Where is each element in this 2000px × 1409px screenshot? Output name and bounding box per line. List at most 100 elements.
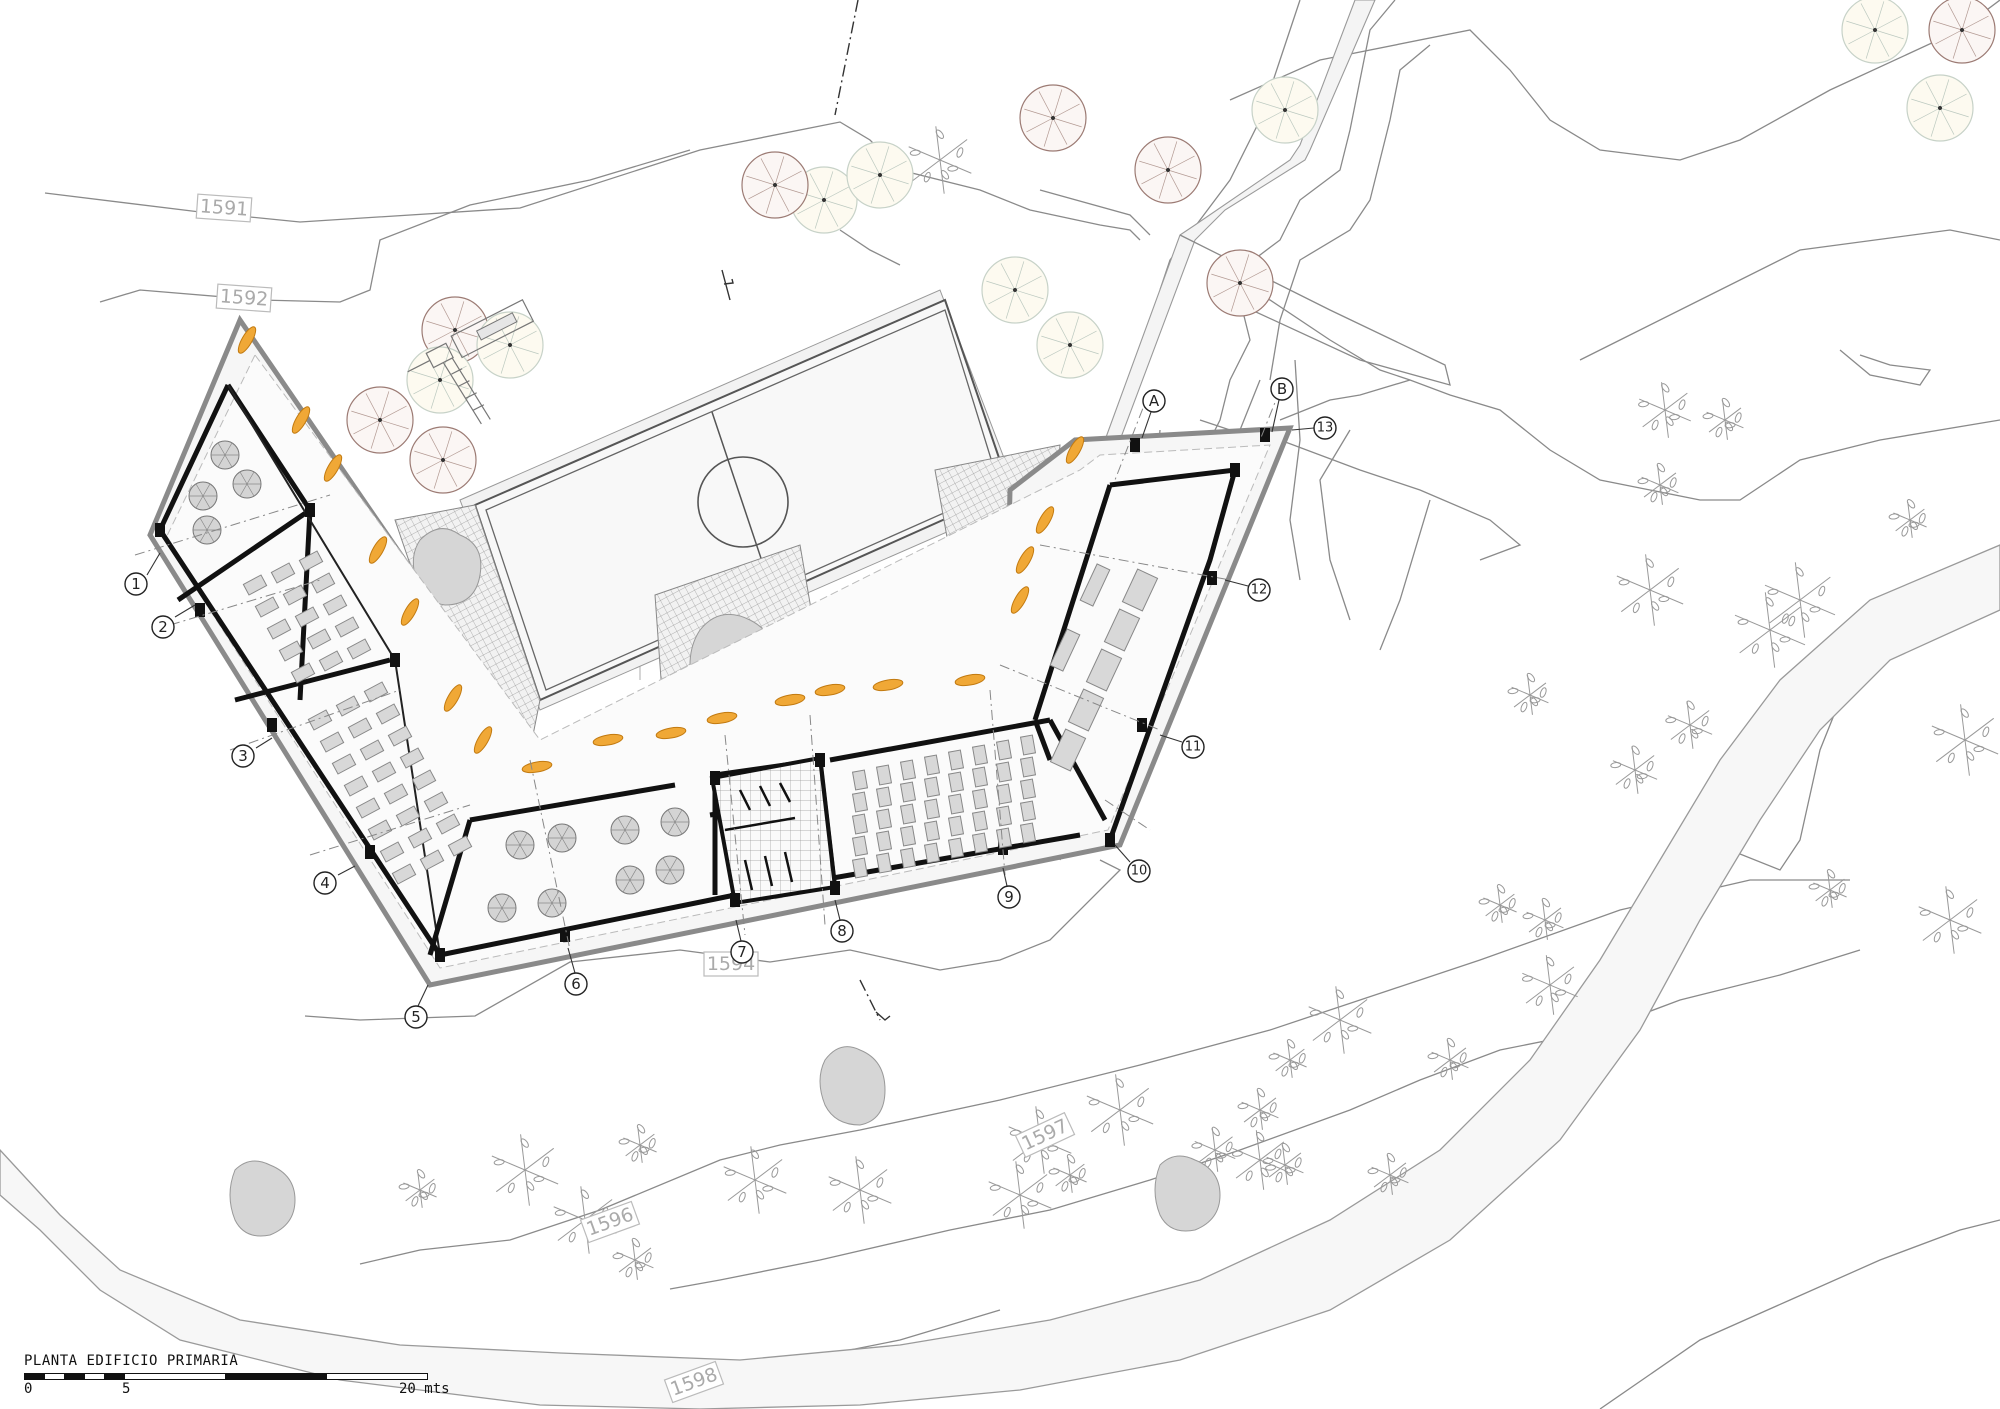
desk (971, 810, 989, 832)
planter (1065, 436, 1085, 464)
planter (237, 326, 257, 354)
desk (294, 606, 320, 628)
snowflake-shrub-icon (1507, 672, 1549, 715)
snowflake-shrub-icon (612, 1237, 654, 1280)
scale-labels: 0 5 20 mts (24, 1380, 464, 1398)
svg-text:13: 13 (1317, 421, 1334, 436)
desk (1085, 648, 1123, 692)
desk (363, 681, 389, 703)
desk (899, 825, 917, 847)
desk (971, 766, 989, 788)
round-table (615, 865, 645, 895)
axis-marker-9: 9 (997, 867, 1021, 909)
planter (400, 598, 420, 626)
svg-text:4: 4 (320, 874, 330, 892)
structural-grid-lines (134, 389, 1281, 951)
playground-structure-icon (407, 298, 535, 425)
axis-marker-4: 4 (313, 865, 356, 895)
desk (875, 764, 893, 786)
planter (655, 726, 687, 740)
axis-marker-10: 10 (1114, 844, 1151, 883)
scale-segment (64, 1374, 85, 1379)
desk (947, 837, 965, 859)
axis-marker-11: 11 (1159, 734, 1205, 759)
svg-text:11: 11 (1185, 740, 1202, 755)
round-table (655, 855, 685, 885)
scale-label-0: 0 (24, 1381, 33, 1397)
desk (435, 813, 461, 835)
desk (851, 857, 869, 879)
desk (447, 835, 473, 857)
planter (1015, 546, 1035, 574)
desk (995, 805, 1013, 827)
column (365, 845, 375, 859)
planter (368, 536, 388, 564)
snowflake-shrub-icon (1918, 886, 1982, 954)
svg-text:B: B (1277, 380, 1287, 398)
desk (899, 781, 917, 803)
column (1260, 428, 1270, 442)
desk (270, 562, 296, 584)
snowflake-shrub-icon (1048, 1154, 1087, 1193)
desk (331, 753, 357, 775)
desk (875, 830, 893, 852)
tree-canopy-icon (1906, 74, 1974, 142)
desk (346, 638, 372, 660)
svg-text:2: 2 (158, 618, 168, 636)
desk (851, 835, 869, 857)
desk (278, 640, 304, 662)
desk (347, 717, 373, 739)
svg-text:12: 12 (1251, 583, 1268, 598)
snowflake-shrub-icon (1367, 1152, 1409, 1195)
scale-label-20: 20 mts (399, 1381, 450, 1397)
tree-canopy-icon (1036, 311, 1104, 379)
column (155, 523, 165, 537)
snowflake-shrub-icon (1086, 1074, 1154, 1146)
desk (971, 788, 989, 810)
axis-markers: 1 2 3 4 5 6 7 8 9 10 11 12 13 A B (124, 377, 1337, 1029)
planters (237, 326, 1085, 774)
axis-marker-8: 8 (830, 899, 854, 943)
desk (1019, 756, 1037, 778)
round-table (192, 515, 222, 545)
desk (1049, 628, 1081, 672)
level-label: 1592 (215, 283, 273, 313)
column (435, 948, 445, 962)
column (1137, 718, 1147, 732)
round-table (487, 893, 517, 923)
desk (947, 749, 965, 771)
desk (359, 739, 385, 761)
desk (355, 797, 381, 819)
tree-canopy-icon (409, 426, 477, 494)
snowflake-shrub-icon (1521, 955, 1578, 1015)
desk (947, 793, 965, 815)
axis-marker-6: 6 (564, 947, 588, 996)
shrub-blob-group (229, 1046, 1221, 1237)
snowflake-shrub-icon (1231, 1130, 1288, 1190)
desk (923, 754, 941, 776)
svg-text:7: 7 (737, 943, 747, 961)
desk (411, 769, 437, 791)
axis-marker-1: 1 (124, 552, 161, 596)
desk (1079, 563, 1111, 607)
round-table (210, 440, 240, 470)
scale-segment (25, 1374, 45, 1379)
axis-marker-12: 12 (1224, 578, 1271, 602)
desk (387, 725, 413, 747)
main-road (0, 544, 2000, 1409)
planter (872, 678, 904, 692)
snowflake-shrub-icon (1268, 1039, 1307, 1078)
tree-canopy-icon (346, 386, 414, 454)
snowflake-shrub-icon (618, 1124, 657, 1163)
column (1130, 438, 1140, 452)
axis-marker-2: 2 (151, 604, 196, 639)
tree-canopy-icon (1928, 0, 1996, 64)
snowflake-shrub-icon (491, 1134, 559, 1206)
snowflake-shrub-icon (1427, 1037, 1469, 1080)
column (830, 881, 840, 895)
desk (306, 628, 332, 650)
scale-segment (45, 1374, 64, 1379)
snowflake-shrub-icon (988, 1161, 1052, 1229)
desk (971, 744, 989, 766)
desk (290, 662, 316, 684)
